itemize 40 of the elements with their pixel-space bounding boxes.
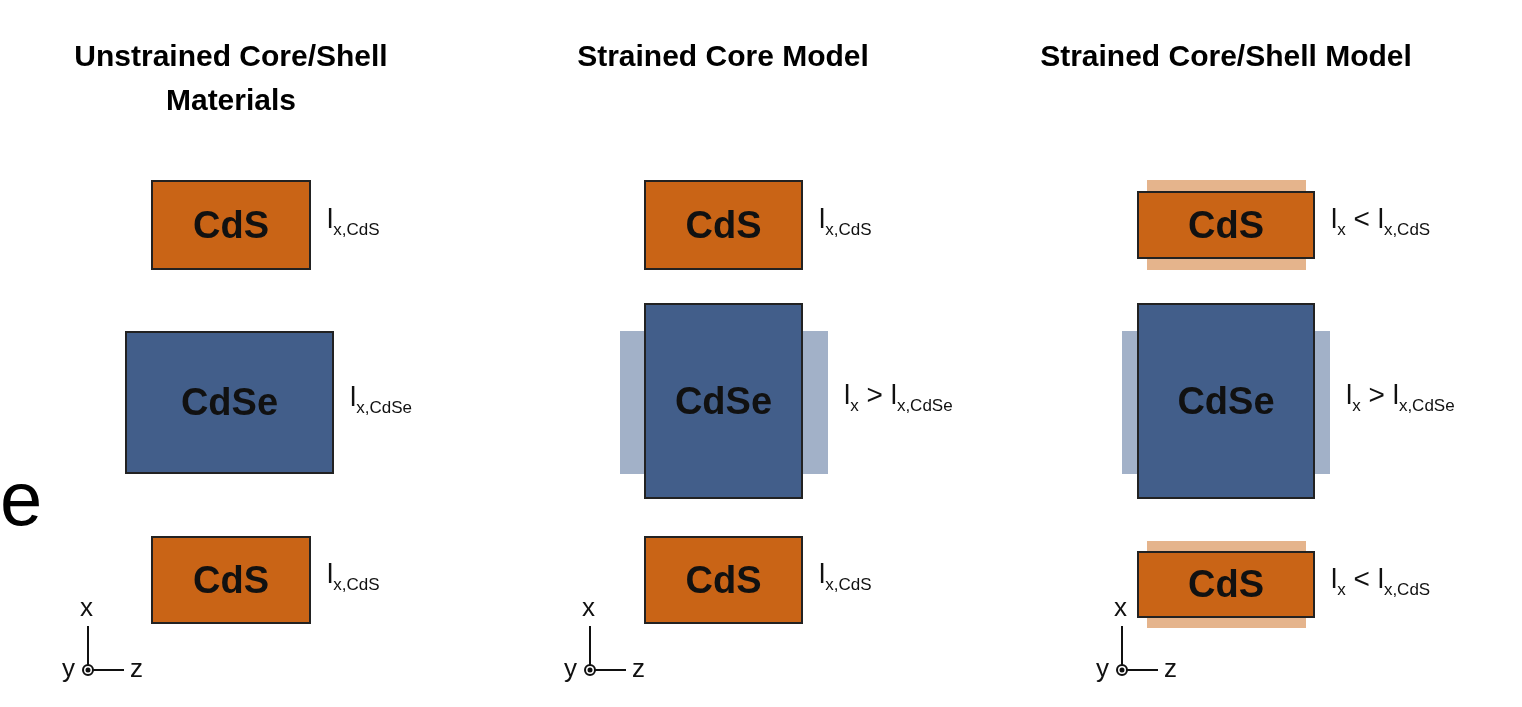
axis-label: x — [80, 592, 93, 623]
lattice-label: l$_{x,CdSe}$ — [350, 380, 412, 418]
panel-heading: Unstrained Core/Shell Materials — [73, 38, 389, 118]
axis-label: y — [62, 653, 75, 684]
axis-label: z — [632, 653, 645, 684]
lattice-label: l$_{x}$ < l$_{x,CdS}$ — [1331, 203, 1431, 240]
material-block — [644, 303, 803, 499]
material-block — [1137, 551, 1315, 618]
material-label: CdS — [685, 558, 762, 602]
material-block — [151, 180, 311, 270]
material-label: CdSe — [674, 379, 773, 423]
lattice-label: l$_{x,CdS}$ — [327, 558, 380, 595]
panel-heading: Strained Core/Shell Model — [1039, 38, 1413, 74]
panel-heading: Strained Core Model — [576, 38, 870, 74]
axis-label: y — [564, 653, 577, 684]
material-label: CdS — [193, 203, 269, 247]
material-block — [1137, 303, 1315, 499]
text-fragment: e — [0, 455, 43, 542]
material-label: CdS — [193, 558, 269, 602]
material-block — [644, 536, 803, 624]
axis-label: y — [1096, 653, 1109, 684]
material-label: CdSe — [180, 381, 279, 424]
material-block — [644, 180, 803, 270]
material-block — [1137, 191, 1315, 259]
lattice-label: l$_{x,CdS}$ — [327, 203, 380, 240]
axis-label: z — [130, 653, 143, 684]
lattice-label: l$_{x}$ < l$_{x,CdS}$ — [1331, 562, 1431, 600]
lattice-label: l$_{x,CdS}$ — [819, 558, 872, 595]
lattice-label: l$_{x,CdS}$ — [819, 203, 872, 240]
material-label: CdSe — [1177, 379, 1275, 423]
axis-label: z — [1164, 653, 1177, 684]
lattice-label: l$_{x}$ > l$_{x,CdSe}$ — [1346, 379, 1455, 416]
material-label: CdS — [1188, 203, 1264, 247]
material-label: CdS — [1188, 563, 1264, 606]
axis-label: x — [582, 592, 595, 623]
axis-label: x — [1114, 592, 1127, 623]
material-label: CdS — [685, 203, 762, 247]
lattice-label: l$_{x}$ > l$_{x,CdSe}$ — [844, 379, 953, 416]
material-block — [151, 536, 311, 624]
material-block — [125, 331, 334, 474]
